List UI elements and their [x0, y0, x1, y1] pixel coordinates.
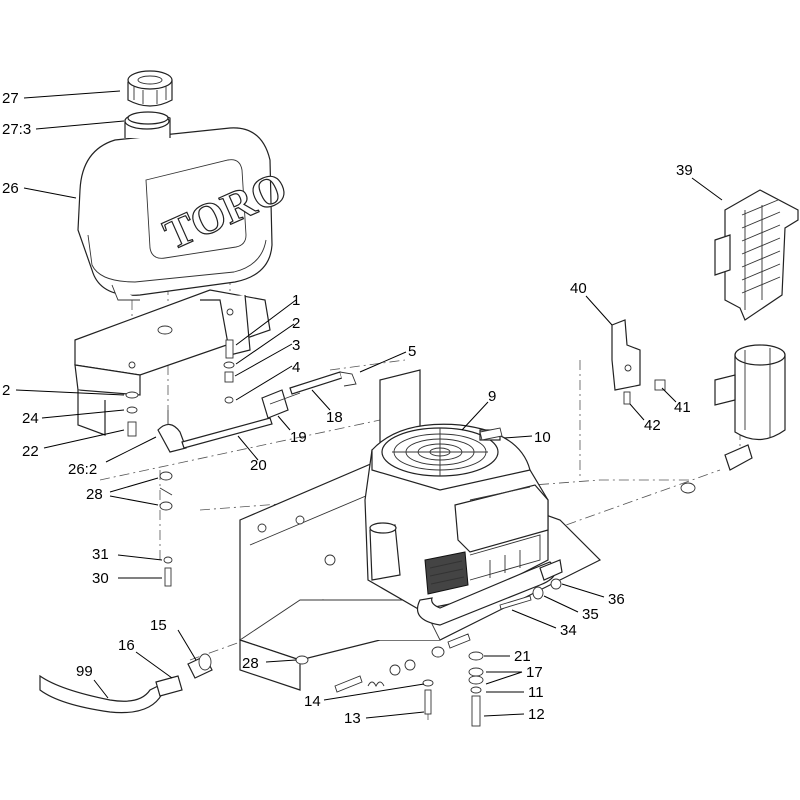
callout-20: 20	[250, 457, 267, 474]
callout-11: 11	[528, 684, 544, 701]
fuel-filter	[261, 389, 301, 419]
fuel-line-18	[289, 371, 357, 395]
callout-40: 40	[570, 280, 587, 297]
frame-bolt	[163, 556, 173, 587]
callout-21: 21	[514, 648, 531, 665]
callout-39: 39	[676, 162, 693, 179]
callout-35: 35	[582, 606, 599, 623]
callout-15: 15	[150, 617, 167, 634]
callout-12: 12	[528, 706, 545, 723]
callout-22: 22	[22, 443, 39, 460]
muffler-bracket	[611, 319, 666, 405]
callout-2-left: 2	[2, 382, 10, 399]
callout-19: 19	[290, 429, 307, 446]
tank-fasteners	[125, 391, 139, 437]
engine	[364, 423, 549, 611]
callout-27: 27	[2, 90, 19, 107]
callout-14: 14	[304, 693, 321, 710]
callout-17: 17	[526, 664, 543, 681]
muffler	[680, 344, 786, 494]
fuel-cap-gasket	[127, 111, 169, 125]
callout-30: 30	[92, 570, 109, 587]
pipe-fasteners	[499, 578, 562, 610]
callout-18: 18	[326, 409, 343, 426]
callout-26-2: 26:2	[68, 461, 97, 478]
fuel-tank: TORO	[77, 112, 295, 301]
fuel-valve	[157, 410, 187, 453]
callout-41: 41	[674, 399, 691, 416]
callout-28-bottom: 28	[242, 655, 259, 672]
mount-bolt-stack	[468, 651, 484, 727]
callout-13: 13	[344, 710, 361, 727]
fuel-cap	[127, 70, 173, 107]
callout-labels: 27 27:3 26 1 2 3 4 5 18 19 20 2 24 22 26…	[2, 90, 693, 727]
engine-decal-10	[479, 427, 503, 441]
tank-bracket	[74, 289, 271, 436]
callout-36: 36	[608, 591, 625, 608]
callout-1: 1	[292, 292, 300, 309]
fuel-hose	[39, 653, 213, 714]
callout-26: 26	[2, 180, 19, 197]
muffler-guard	[714, 189, 799, 321]
fuel-line-20	[181, 417, 273, 449]
callout-4: 4	[292, 359, 300, 376]
callout-24: 24	[22, 410, 39, 427]
callout-2-top: 2	[292, 315, 300, 332]
callout-16: 16	[118, 637, 135, 654]
callout-31: 31	[92, 546, 109, 563]
callout-42: 42	[644, 417, 661, 434]
callout-9: 9	[488, 388, 496, 405]
callout-34: 34	[560, 622, 577, 639]
hose-clips	[159, 471, 173, 511]
callout-28-top: 28	[86, 486, 103, 503]
callout-5: 5	[408, 343, 416, 360]
callout-3: 3	[292, 337, 300, 354]
callout-27-3: 27:3	[2, 121, 31, 138]
callout-99: 99	[76, 663, 93, 680]
muffler-pipe	[416, 559, 563, 626]
engine-mount-hardware	[295, 633, 471, 715]
leader-lines	[15, 90, 723, 719]
small-fittings	[223, 339, 235, 404]
callout-10: 10	[534, 429, 551, 446]
